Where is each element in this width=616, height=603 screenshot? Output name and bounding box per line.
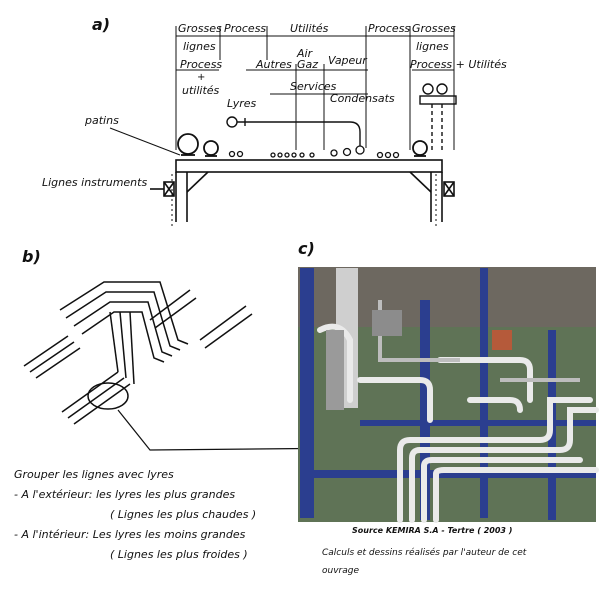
autres-label: Autres (255, 58, 292, 71)
pipe-rack (150, 159, 455, 222)
header-process-left: Process (224, 22, 266, 35)
caption-line-2: - A l'extérieur: les lyres les plus gran… (14, 488, 236, 501)
process-left: Process (180, 58, 222, 71)
plant-photo (298, 267, 599, 523)
patins-leader (109, 127, 181, 156)
utilites-left: utilités (182, 84, 220, 97)
rack-hatch (171, 174, 437, 226)
services-label: Services (290, 80, 337, 93)
condensats-label: Condensats (330, 92, 395, 105)
lignes-instruments-label: Lignes instruments (42, 176, 147, 189)
lignes-left: lignes (183, 40, 216, 53)
header-grosses-right: Grosses (412, 22, 456, 35)
credit-line-2: ouvrage (322, 566, 360, 576)
gaz-label: Gaz (297, 58, 318, 71)
panel-c: c) (298, 239, 599, 523)
photo-source: Source KEMIRA S.A - Tertre ( 2003 ) (352, 526, 513, 535)
lyres-label: Lyres (227, 97, 257, 110)
panel-b-letter: b) (22, 247, 41, 266)
header-utilites: Utilités (290, 22, 329, 35)
small-pipes-row (228, 145, 400, 159)
lyre-loop (226, 116, 361, 146)
patins-label: patins (84, 114, 119, 127)
big-pipes-left (177, 133, 428, 157)
panel-a: a) Grosses Process Utilités Process Gros… (42, 15, 507, 226)
panel-a-letter: a) (92, 15, 110, 34)
plus-left: + (197, 72, 205, 83)
air-label: Air (296, 47, 314, 60)
lignes-right: lignes (416, 40, 449, 53)
right-pipe-pair (419, 83, 457, 150)
process-utilites-right: Process + Utilités (410, 58, 507, 71)
panel-c-letter: c) (298, 239, 315, 258)
credit-line-1: Calculs et dessins réalisés par l'auteur… (322, 548, 527, 558)
header-process-right: Process (368, 22, 410, 35)
header-grosses-left: Grosses (178, 22, 222, 35)
vapeur-label: Vapeur (328, 54, 368, 67)
caption-line-5: ( Lignes les plus froides ) (110, 548, 248, 561)
caption-line-4: - A l'intérieur: Les lyres les moins gra… (14, 528, 246, 541)
dimension-lines (175, 26, 455, 150)
caption-line-1: Grouper les lignes avec lyres (14, 468, 174, 481)
caption-line-3: ( Lignes les plus chaudes ) (110, 508, 257, 521)
